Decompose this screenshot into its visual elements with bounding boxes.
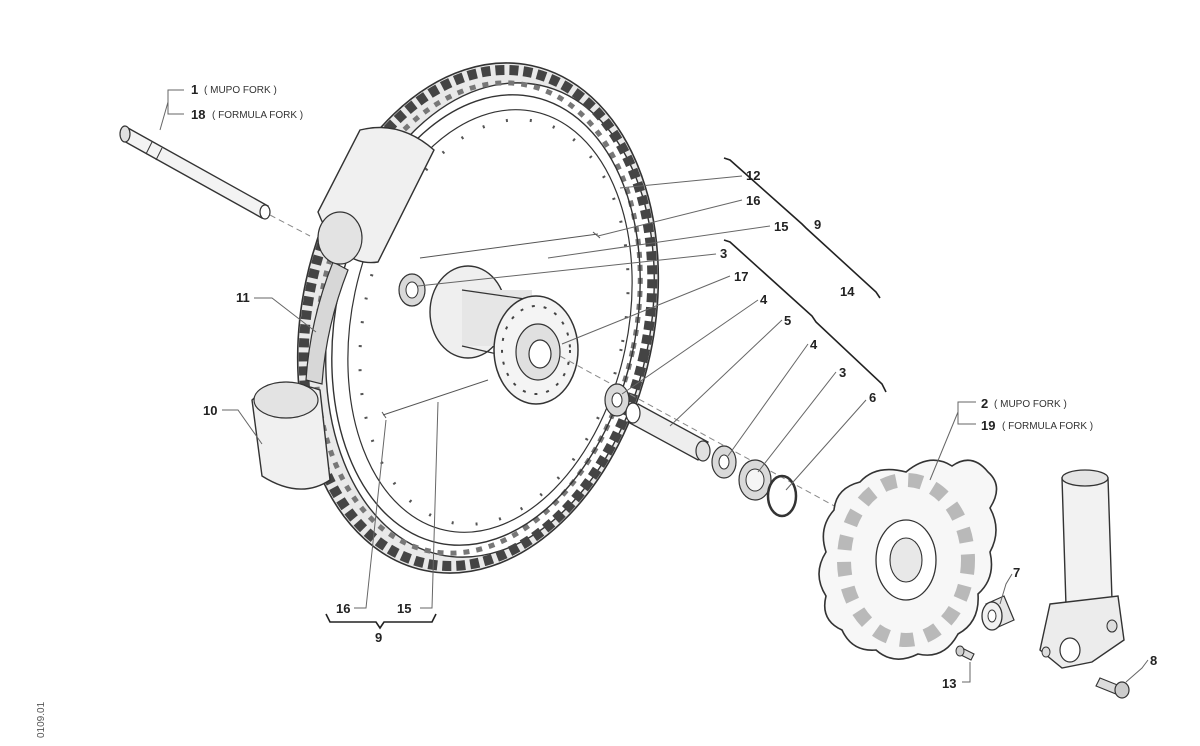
circlip [766,474,798,518]
callout-19-number: 19 [981,418,995,433]
group-braces [325,157,887,630]
callout-11-number: 11 [236,290,250,305]
callout-18-number: 18 [191,107,205,122]
callout-1-note: ( MUPO FORK ) [204,85,277,96]
disc-spacer [981,595,1015,631]
callout-2-number: 2 [981,396,988,411]
callout-3a-number: 3 [720,246,727,261]
hub [429,265,579,405]
hub-spacer-tube [625,402,711,462]
fork-leg [1039,469,1125,669]
callout-15b-number: 15 [397,601,411,616]
callout-17-number: 17 [734,269,748,284]
callout-7-number: 7 [1013,565,1020,580]
callout-4b-number: 4 [810,337,818,352]
callout-6-number: 6 [869,390,876,405]
callout-13-number: 13 [942,676,956,691]
callout-15a-number: 15 [774,219,788,234]
callout-labels: 1 ( MUPO FORK ) 18 ( FORMULA FORK ) 2 ( … [36,82,1157,738]
callout-4a-number: 4 [760,292,768,307]
hub-bearing-left [398,273,426,307]
callout-16b-number: 16 [336,601,350,616]
hub-small-parts [559,355,861,521]
callout-1-number: 1 [191,82,198,97]
callout-8-number: 8 [1150,653,1157,668]
callout-14-number: 14 [840,284,855,299]
leader-lines [159,89,1149,683]
drawing-code: 0109.01 [36,701,47,738]
disc-bolt [955,645,975,661]
callout-10-number: 10 [203,403,217,418]
callout-9a-number: 9 [814,217,821,232]
callout-16a-number: 16 [746,193,760,208]
brake-disc [818,459,998,660]
callout-9b-number: 9 [375,630,382,645]
front-wheel-assembly [251,62,660,574]
axle-pinch-bolt [1095,677,1130,699]
rim-band [305,261,349,385]
callout-3b-number: 3 [839,365,846,380]
spokes [381,231,601,419]
callout-5-number: 5 [784,313,791,328]
callout-19-note: ( FORMULA FORK ) [1002,421,1093,432]
callout-2-note: ( MUPO FORK ) [994,399,1067,410]
inner-tube [251,126,435,490]
wheel-axle [119,125,311,237]
callout-18-note: ( FORMULA FORK ) [212,110,303,121]
callout-12-number: 12 [746,168,760,183]
